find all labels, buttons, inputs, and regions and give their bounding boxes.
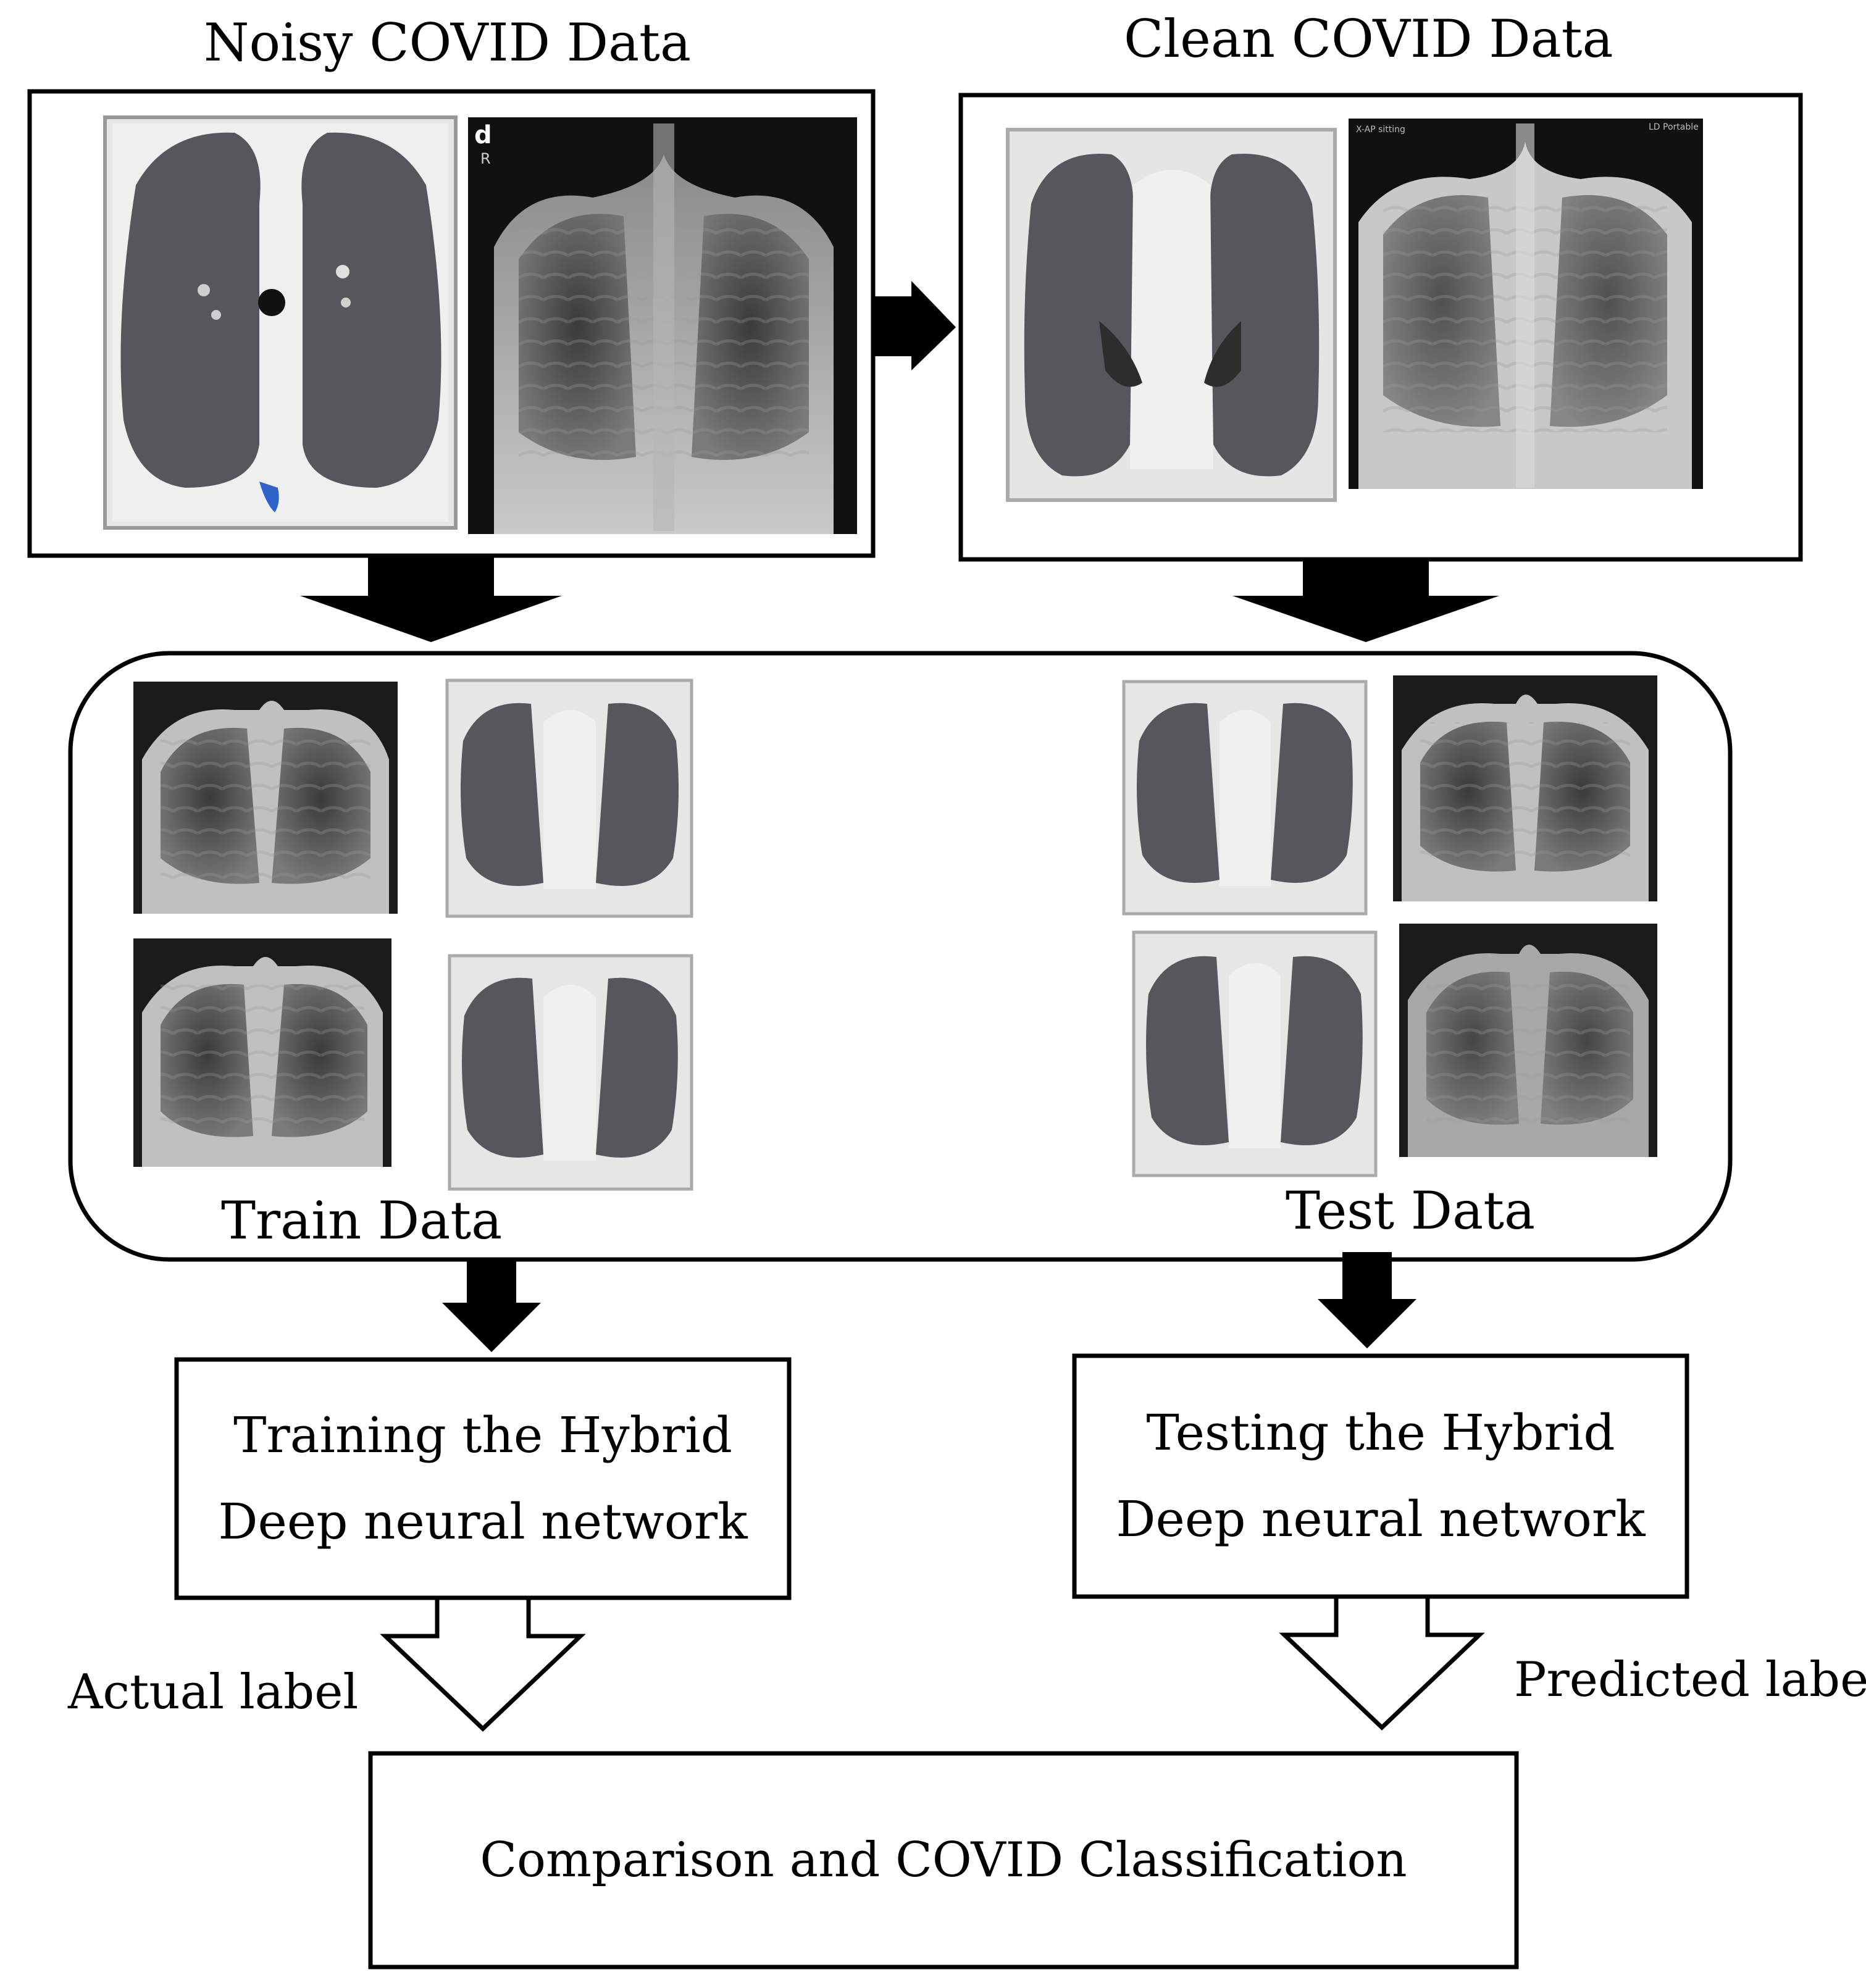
test-data-label: Test Data bbox=[1286, 1180, 1536, 1241]
test-ct-1 bbox=[1122, 680, 1368, 916]
testing-box-frame bbox=[1072, 1353, 1689, 1599]
final-classification-box: Comparison and COVID Classification bbox=[370, 1753, 1517, 1967]
testing-box-line2: Deep neural network bbox=[1116, 1490, 1646, 1548]
train-ct-2 bbox=[448, 954, 693, 1191]
train-ct-1 bbox=[445, 679, 693, 918]
xray-marker-letter: d bbox=[474, 121, 492, 149]
clean-chest-xray-image: X-AP sitting LD Portable bbox=[1349, 119, 1703, 489]
predicted-label: Predicted label bbox=[1514, 1652, 1866, 1708]
train-xray-2 bbox=[133, 938, 391, 1167]
noisy-ct-scan-image bbox=[103, 115, 458, 530]
noisy-chest-xray-image: d R bbox=[468, 117, 857, 534]
test-ct-2 bbox=[1132, 930, 1378, 1177]
final-box-text: Comparison and COVID Classification bbox=[480, 1832, 1407, 1888]
testing-box: Testing the Hybrid Deep neural network bbox=[1074, 1356, 1687, 1597]
clean-data-title: Clean COVID Data bbox=[1124, 9, 1613, 69]
actual-label: Actual label bbox=[68, 1664, 359, 1720]
clean-xray-caption-right: LD Portable bbox=[1649, 122, 1699, 132]
train-xray-1 bbox=[133, 682, 398, 914]
train-data-label: Train Data bbox=[221, 1190, 503, 1251]
training-box-line2: Deep neural network bbox=[218, 1493, 748, 1550]
test-xray-2 bbox=[1399, 924, 1657, 1157]
clean-ct-scan-image bbox=[1006, 128, 1337, 502]
hollow-arrow-actual bbox=[380, 1595, 586, 1732]
training-box: Training the Hybrid Deep neural network bbox=[177, 1359, 789, 1598]
test-xray-1 bbox=[1393, 675, 1657, 901]
right-arrow bbox=[873, 281, 956, 370]
down-arrow-train bbox=[442, 1259, 541, 1352]
training-box-line1: Training the Hybrid bbox=[233, 1406, 732, 1464]
down-arrow-right bbox=[1232, 559, 1499, 642]
testing-box-line1: Testing the Hybrid bbox=[1146, 1404, 1615, 1461]
noisy-data-title: Noisy COVID Data bbox=[204, 12, 692, 73]
xray-marker-side: R bbox=[480, 150, 491, 167]
down-arrow-test bbox=[1318, 1252, 1416, 1348]
clean-xray-caption-left: X-AP sitting bbox=[1356, 125, 1405, 135]
hollow-arrow-predicted bbox=[1279, 1594, 1485, 1731]
final-box-frame bbox=[368, 1751, 1519, 1969]
down-arrow-left bbox=[300, 556, 562, 642]
